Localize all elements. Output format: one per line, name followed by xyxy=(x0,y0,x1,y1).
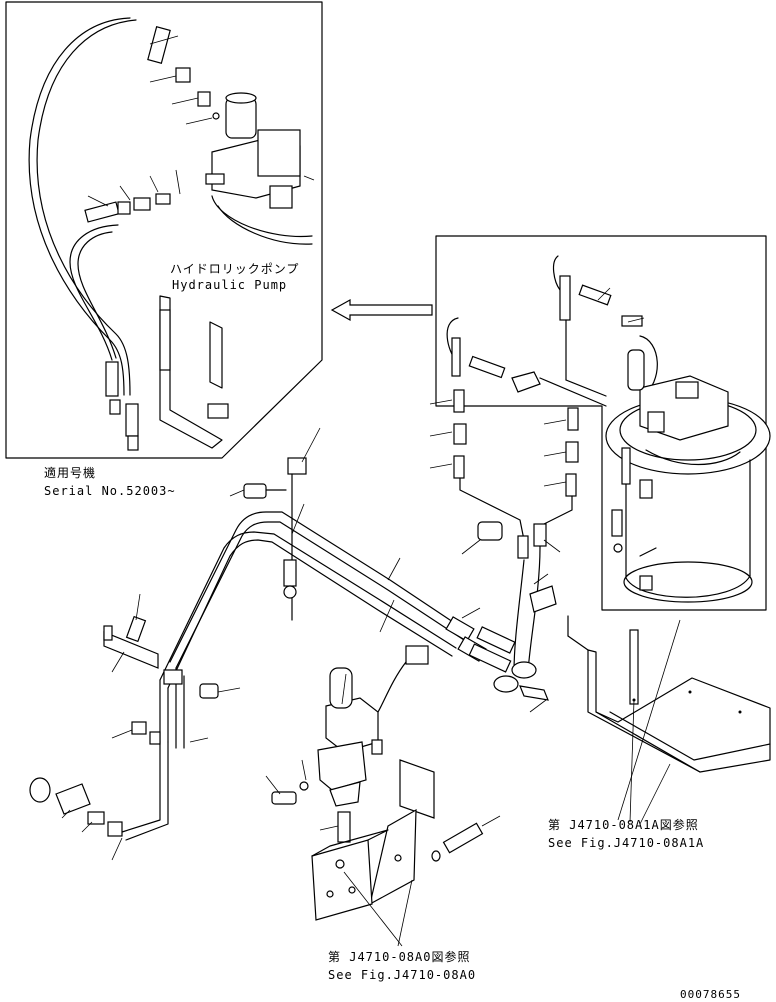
direction-arrow xyxy=(330,298,433,322)
hydraulic-pump-label-en: Hydraulic Pump xyxy=(172,278,288,292)
ref-bottom-label-en: See Fig.J4710-08A0 xyxy=(328,968,477,982)
inset-frame xyxy=(5,1,323,459)
main-assembly xyxy=(29,389,771,921)
hydraulic-pump-inset xyxy=(5,1,323,459)
tank-detail-inset xyxy=(435,235,771,611)
hydraulic-pump-label-ja: ハイドロリックポンプ xyxy=(170,262,300,276)
ref-right-label-en: See Fig.J4710-08A1A xyxy=(548,836,705,850)
reference-arrows xyxy=(343,619,681,947)
ref-right-label-ja: 第 J4710-08A1A図参照 xyxy=(548,818,699,832)
tank-inset-frame xyxy=(435,235,767,611)
ref-bottom-label-ja: 第 J4710-08A0図参照 xyxy=(328,950,471,964)
drawing-number: 00078655 xyxy=(680,988,741,1001)
serial-label-en: Serial No.52003~ xyxy=(44,484,176,498)
serial-label-ja: 適用号機 xyxy=(44,466,97,480)
